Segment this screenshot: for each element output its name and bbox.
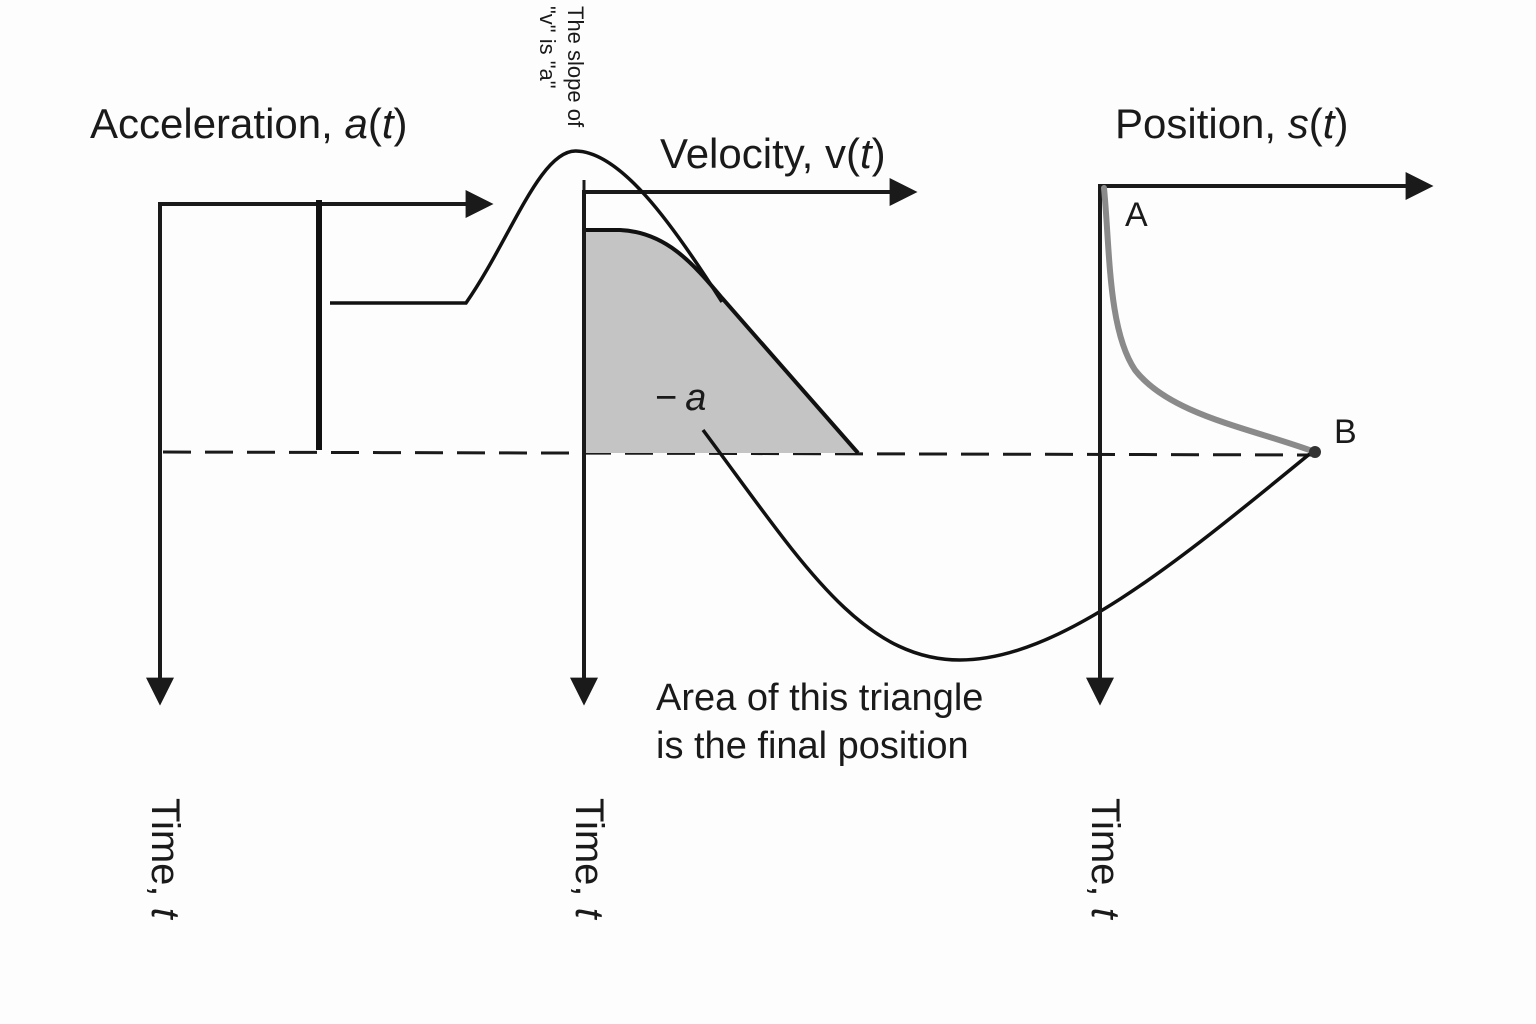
velocity-title: Velocity, v(t) (660, 130, 886, 177)
slope-note-line2: "v" is "a" (535, 6, 560, 89)
point-a-label: A (1125, 196, 1148, 234)
velocity-shaded-area (586, 230, 858, 453)
point-b-label: B (1334, 413, 1357, 451)
position-panel: Position, s(t) A B Time, t (1083, 100, 1434, 921)
negative-a-label: −a (655, 377, 706, 419)
velocity-panel: Velocity, v(t) −a Time, t (567, 130, 918, 921)
point-b-marker (1309, 446, 1321, 458)
slope-callout-connector (330, 149, 724, 305)
area-note-line2: is the final position (656, 725, 969, 767)
slope-note-line1: The slope of (563, 6, 588, 128)
acceleration-time-label: Time, t (143, 798, 187, 921)
area-callout-connector (701, 428, 1314, 662)
position-time-label: Time, t (1083, 798, 1127, 921)
position-curve (1101, 185, 1318, 455)
acceleration-panel: Acceleration, a(t) Time, t (90, 100, 494, 921)
velocity-time-label: Time, t (567, 798, 611, 921)
acceleration-title: Acceleration, a(t) (90, 100, 408, 147)
position-title: Position, s(t) (1115, 100, 1348, 147)
area-note-line1: Area of this triangle (656, 677, 983, 719)
dashed-baseline (162, 450, 1316, 457)
